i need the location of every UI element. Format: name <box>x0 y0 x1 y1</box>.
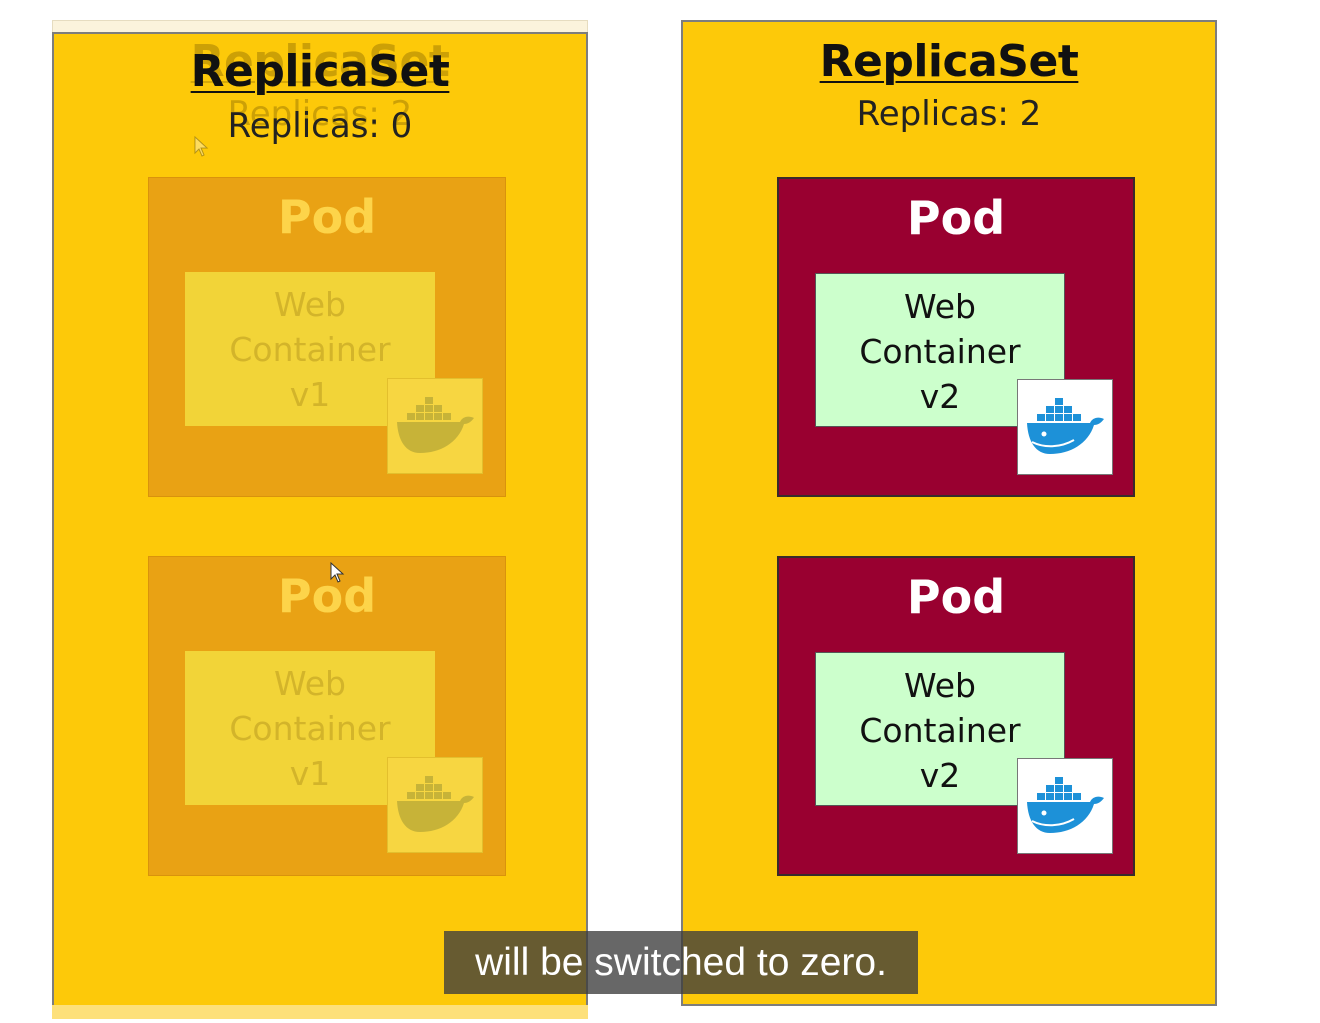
container-line: Container <box>859 711 1021 750</box>
container-line: v1 <box>289 375 331 414</box>
left-replicaset-title: ReplicaSet <box>190 46 450 97</box>
left-replicaset: ReplicaSet ReplicaSet Replicas: 2 Replic… <box>52 32 588 1018</box>
right-replicaset-title: ReplicaSet <box>819 36 1079 87</box>
right-replicaset: ReplicaSet Replicas: 2 Pod Web Container… <box>681 20 1217 1006</box>
container-line: v1 <box>289 754 331 793</box>
left-replicaset-ghost-bottom <box>52 1005 588 1019</box>
pod-title: Pod <box>277 569 377 623</box>
left-replicaset-ghost-title: ReplicaSet <box>190 36 450 87</box>
left-pod-1: Pod Web Container v1 <box>148 177 506 497</box>
left-pod-2: Pod Web Container v1 <box>148 556 506 876</box>
docker-whale-icon <box>387 757 483 853</box>
container-line: Web <box>274 664 346 703</box>
container-line: Container <box>859 332 1021 371</box>
docker-whale-icon <box>387 378 483 474</box>
container-line: Web <box>904 287 976 326</box>
mouse-cursor-icon <box>194 136 209 157</box>
container-line: v2 <box>919 377 961 416</box>
right-pod-2: Pod Web Container v2 <box>777 556 1135 876</box>
container-line: v2 <box>919 756 961 795</box>
container-line: Container <box>229 330 391 369</box>
left-replicaset-replicas: Replicas: 0 <box>227 106 413 146</box>
pod-title: Pod <box>906 570 1006 624</box>
container-line: Web <box>274 285 346 324</box>
pod-title: Pod <box>277 190 377 244</box>
mouse-cursor-icon <box>330 562 345 583</box>
right-pod-1: Pod Web Container v2 <box>777 177 1135 497</box>
container-line: Web <box>904 666 976 705</box>
right-replicaset-replicas: Replicas: 2 <box>856 94 1042 134</box>
docker-whale-icon <box>1017 758 1113 854</box>
web-container-v2: Web Container v2 <box>815 273 1065 427</box>
container-line: Container <box>229 709 391 748</box>
video-caption: will be switched to zero. <box>444 931 918 994</box>
left-replicaset-ghost-replicas: Replicas: 2 <box>227 94 413 134</box>
docker-whale-icon <box>1017 379 1113 475</box>
pod-title: Pod <box>906 191 1006 245</box>
